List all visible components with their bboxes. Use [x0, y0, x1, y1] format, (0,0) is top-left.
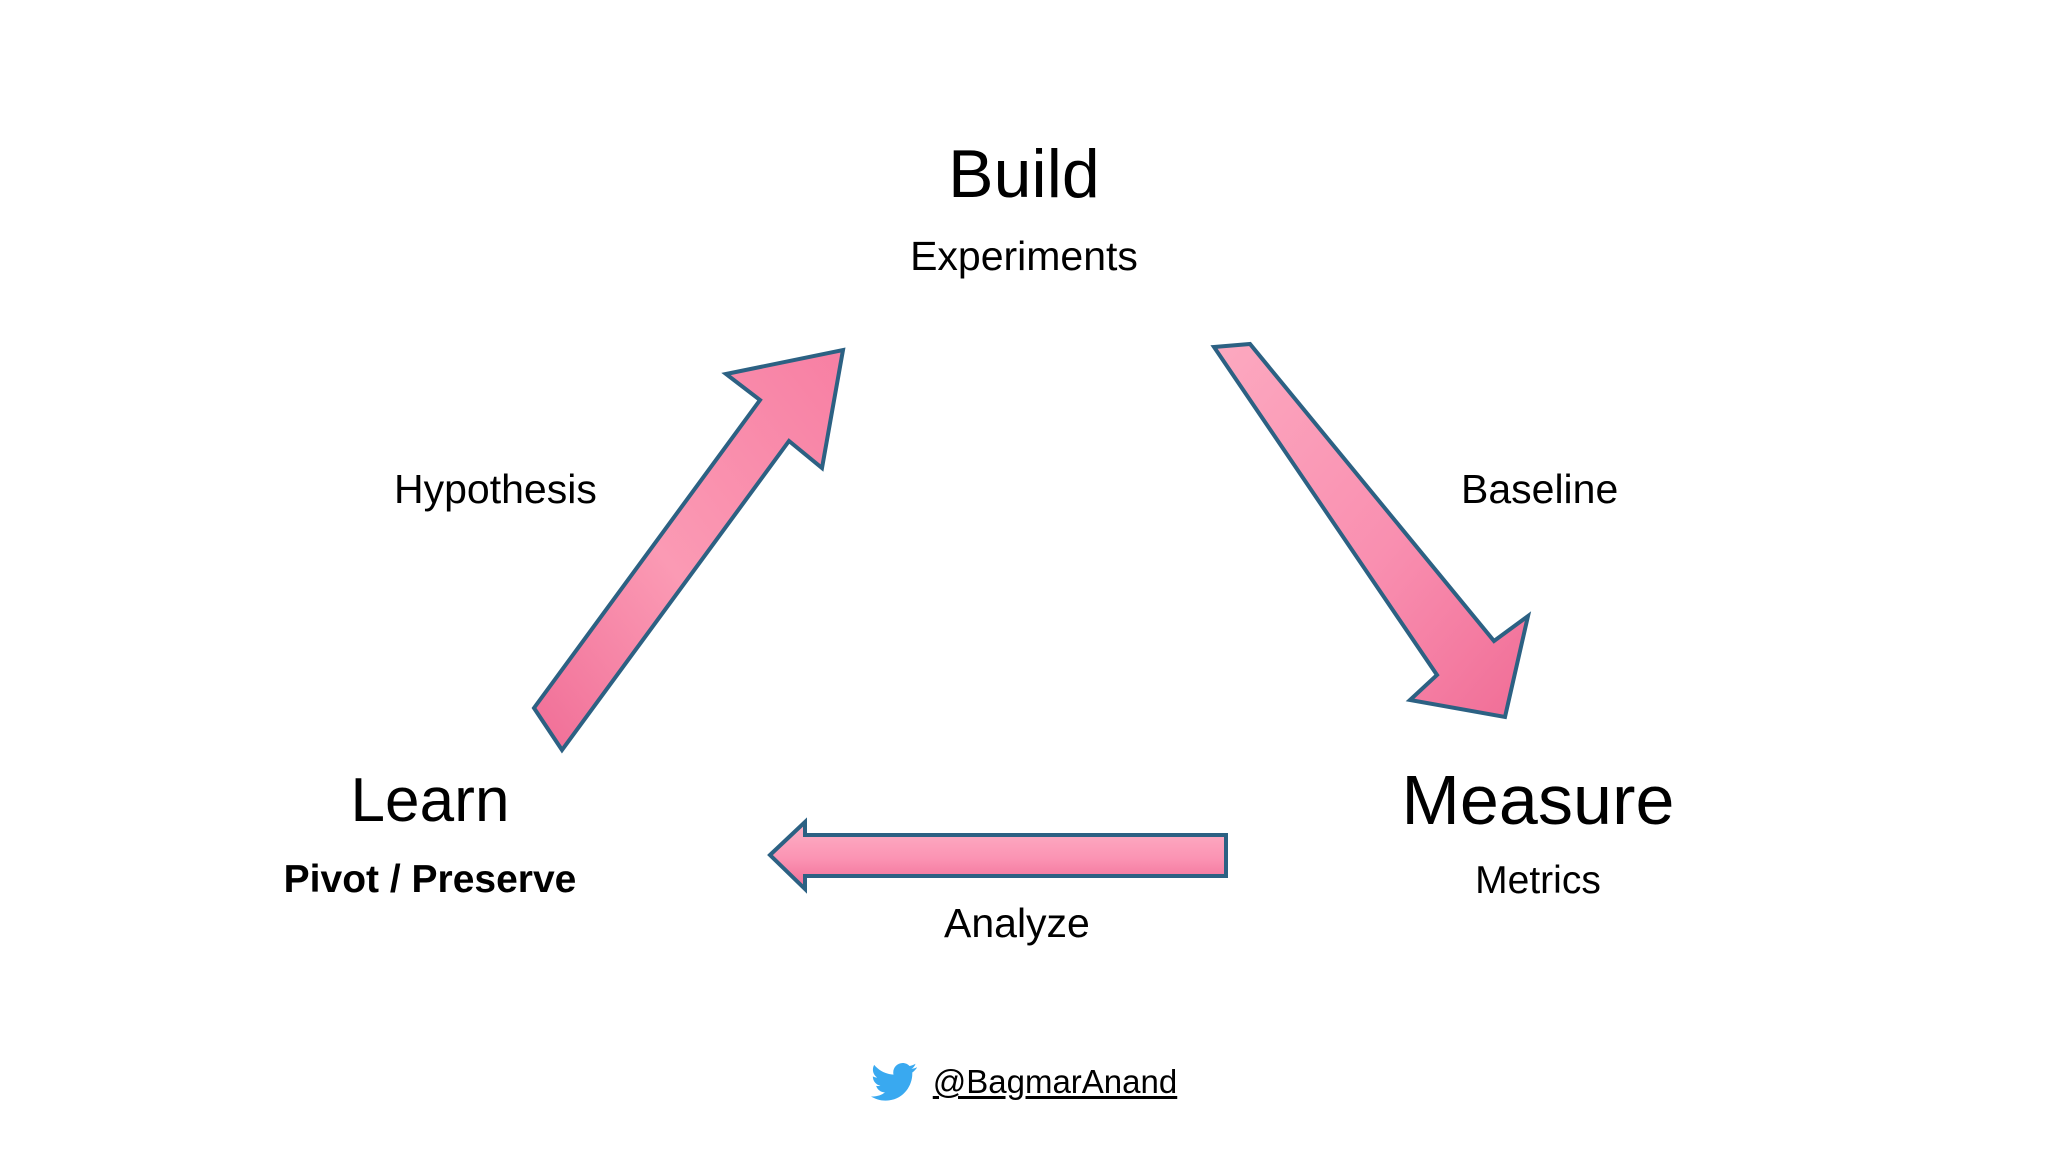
edge-label-analyze: Analyze: [944, 900, 1090, 946]
edge-label-hypothesis: Hypothesis: [394, 466, 597, 512]
twitter-handle-link[interactable]: @BagmarAnand: [932, 1063, 1178, 1100]
node-build-title: Build: [948, 136, 1100, 212]
node-measure-subtitle: Metrics: [1475, 859, 1601, 902]
arrow-measure-to-learn: [767, 817, 1228, 894]
credit-footer: @BagmarAnand: [0, 1062, 2048, 1102]
node-learn: Learn Pivot / Preserve: [210, 766, 650, 901]
edge-label-baseline: Baseline: [1461, 466, 1619, 512]
node-learn-title: Learn: [350, 766, 510, 835]
node-learn-subtitle: Pivot / Preserve: [283, 858, 577, 901]
arrow-build-to-measure: [1210, 341, 1532, 720]
node-measure-title: Measure: [1401, 761, 1675, 839]
node-build: Build Experiments: [0, 140, 2048, 277]
node-build-subtitle: Experiments: [910, 233, 1138, 279]
node-measure: Measure Metrics: [1318, 765, 1758, 900]
arrow-learn-to-build: [531, 347, 846, 754]
twitter-bird-icon: [870, 1062, 917, 1102]
